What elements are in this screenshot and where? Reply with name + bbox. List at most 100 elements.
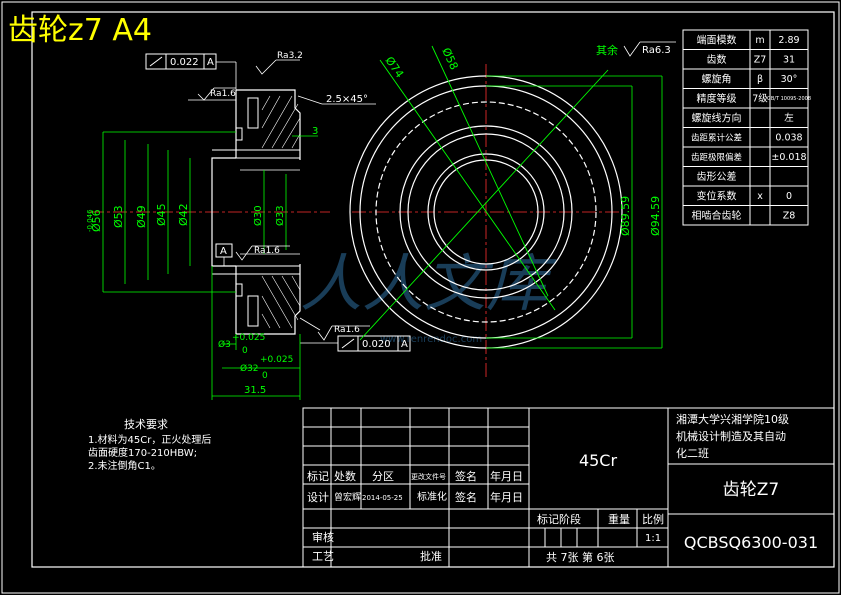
tech-requirements: 技术要求 1.材料为45Cr，正火处理后 齿面硬度170-210HBW; 2.未… bbox=[88, 418, 211, 472]
end-view: Ø74 Ø58 Ø89.59 Ø94.59 其余 Ra6.3 bbox=[349, 41, 676, 380]
drawing-number: QCBSQ6300-031 bbox=[684, 533, 818, 552]
tech-req-line-3: 2.未注倒角C1。 bbox=[88, 459, 161, 472]
datum-a-label: A bbox=[220, 246, 227, 257]
dia-inner-2: Ø33 bbox=[274, 205, 286, 226]
keyway-top bbox=[247, 97, 259, 129]
chamfer-leader bbox=[297, 95, 323, 105]
gear-table-cell: x bbox=[757, 191, 763, 202]
gear-table-cell: 7级 bbox=[752, 93, 768, 105]
part-name: 齿轮Z7 bbox=[723, 480, 779, 500]
school-line-1: 湘潭大学兴湘学院10级 bbox=[676, 412, 789, 426]
gear-table-cell: 0 bbox=[786, 191, 792, 202]
gear-table-cell: 相啮合齿轮 bbox=[692, 209, 742, 222]
datum-a-marker: A bbox=[215, 243, 233, 266]
tech-req-title: 技术要求 bbox=[124, 418, 168, 431]
material-label: 45Cr bbox=[579, 451, 618, 470]
rev-h-3: 更改文件号 bbox=[411, 472, 446, 481]
gc-box-top: 0.022 A bbox=[145, 53, 237, 90]
design-1: 曾宏辉 bbox=[334, 491, 361, 503]
chamfer-top-detail bbox=[235, 127, 243, 141]
design-5: 年月日 bbox=[490, 490, 523, 504]
watermark-text: 人人文库 bbox=[300, 247, 557, 320]
ra-top-symbol: Ra3.2 bbox=[255, 51, 303, 75]
dia-53-label: Ø53 bbox=[112, 205, 125, 228]
gear-table-cell: ±0.018 bbox=[771, 152, 806, 163]
ra-bottom-label: Ra1.6 bbox=[334, 325, 360, 335]
section-view: Ø56 -0.046 Ø53 Ø49 Ø45 Ø42 Ø30 Ø33 0.022… bbox=[86, 51, 411, 400]
leader-74 bbox=[379, 59, 556, 311]
diameter-dimensions bbox=[102, 131, 287, 293]
gc-box-bottom: 0.020 A bbox=[300, 335, 411, 352]
gear-table-cell: 齿数 bbox=[707, 53, 727, 66]
dia-outer-tol: -0.046 bbox=[86, 209, 94, 232]
design-0: 设计 bbox=[307, 491, 329, 504]
chamfer-label: 2.5×45° bbox=[326, 94, 368, 105]
section-hatching bbox=[261, 95, 301, 329]
ra-left-bottom-label: Ra1.6 bbox=[254, 246, 280, 256]
leader-58 bbox=[431, 45, 549, 297]
dim-32-tol: +0.025 bbox=[260, 355, 293, 365]
dim-v2-label: Ø94.59 bbox=[649, 196, 662, 236]
end-vertical-dims bbox=[486, 75, 663, 349]
gear-table-cell: 精度等级 bbox=[697, 92, 737, 105]
rev-h-0: 标记 bbox=[307, 469, 329, 483]
rev-h-2: 分区 bbox=[372, 470, 394, 483]
remaining-label: 其余 bbox=[596, 43, 618, 57]
leader-diagonal bbox=[359, 69, 609, 341]
remaining-ra-label: Ra6.3 bbox=[642, 45, 671, 56]
gc-bottom-value: 0.020 bbox=[362, 339, 391, 350]
gear-table-cell: 螺旋线方向 bbox=[692, 111, 742, 124]
gear-table-cell: 30° bbox=[781, 74, 798, 85]
gear-table-cell: GB/T 10095-2008 bbox=[767, 96, 811, 102]
stage-h-0: 标记阶段 bbox=[537, 512, 581, 526]
gc-bottom-datum: A bbox=[401, 339, 408, 350]
stage-h-1: 重量 bbox=[608, 512, 630, 526]
watermark-url: www.renrendoc.com bbox=[380, 334, 482, 345]
gear-table-cell: 0.038 bbox=[775, 133, 802, 144]
design-4: 签名 bbox=[455, 490, 477, 504]
gear-table-cell: 变位系数 bbox=[697, 189, 737, 202]
gear-table-cell: m bbox=[755, 35, 764, 46]
sheets-label: 共 7张 第 6张 bbox=[546, 550, 615, 564]
dim-32-label: Ø32 bbox=[240, 363, 259, 374]
school-line-2: 机械设计制造及其自动 bbox=[676, 429, 786, 443]
gear-table-cell: 齿形公差 bbox=[697, 170, 737, 183]
scale-value: 1:1 bbox=[645, 533, 661, 544]
remaining-ra-symbol bbox=[623, 41, 641, 57]
rev-h-1: 处数 bbox=[334, 470, 356, 483]
gear-table-cell: 左 bbox=[784, 112, 794, 124]
title-block bbox=[302, 407, 835, 568]
dia-42-label: Ø42 bbox=[177, 203, 190, 226]
design-2: 2014-05-25 bbox=[362, 494, 403, 502]
gear-table-cell: 31 bbox=[783, 55, 795, 66]
gc-top-datum: A bbox=[207, 57, 214, 68]
dim-v1-label: Ø89.59 bbox=[619, 196, 632, 236]
dim-32-zero: 0 bbox=[262, 371, 268, 381]
gear-table-cell: 齿距极限偏差 bbox=[691, 152, 742, 163]
dia-outer-label: Ø56 bbox=[90, 209, 103, 232]
dim-3-label: Ø3 bbox=[218, 339, 231, 350]
dia-inner-1: Ø30 bbox=[252, 205, 264, 226]
keyway-bottom bbox=[247, 295, 259, 327]
gear-table-cell: 2.89 bbox=[778, 35, 799, 46]
dia-45-label: Ø45 bbox=[155, 203, 168, 226]
bottom-dimensions bbox=[211, 266, 301, 400]
gear-table-cell: Z7 bbox=[754, 55, 767, 66]
gear-table-cell: β bbox=[757, 74, 763, 85]
ra-bottom-symbol: Ra1.6 bbox=[299, 317, 370, 341]
school-line-3: 化二班 bbox=[676, 446, 709, 460]
gear-table-cell: 齿距累计公差 bbox=[691, 132, 742, 143]
dim-width-label: 31.5 bbox=[244, 385, 266, 396]
approve-label: 批准 bbox=[420, 549, 442, 563]
sheet-title: 齿轮z7 A4 bbox=[8, 13, 152, 48]
rev-h-4: 签名 bbox=[455, 469, 477, 483]
title-block-text: 45Cr 湘潭大学兴湘学院10级 机械设计制造及其自动 化二班 齿轮Z7 QCB… bbox=[307, 412, 818, 564]
design-3: 标准化 bbox=[417, 490, 447, 503]
rev-h-5: 年月日 bbox=[490, 469, 523, 483]
process-label: 工艺 bbox=[312, 550, 334, 563]
dim-3-tol: +0.025 bbox=[232, 333, 265, 343]
ra-left-top-symbol: Ra1.6 bbox=[188, 87, 236, 101]
